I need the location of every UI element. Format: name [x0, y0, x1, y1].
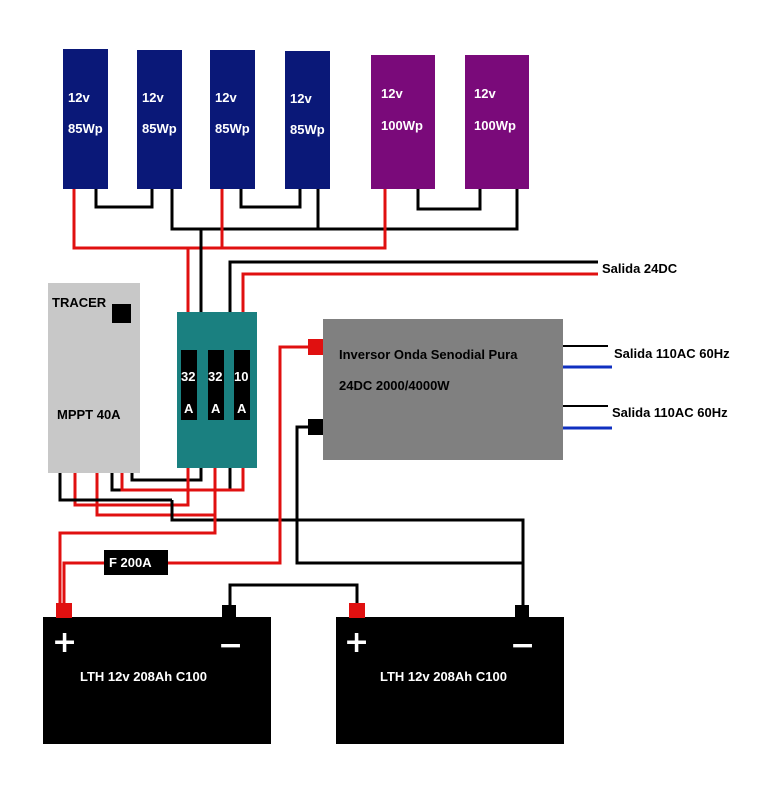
controller-to-battery-red [58, 515, 217, 605]
panel-voltage: 12v [474, 86, 496, 101]
panel-series-wire-black [416, 188, 482, 211]
controller-to-battery-black [58, 472, 172, 502]
dc-output-label: Salida 24DC [602, 261, 678, 276]
panel-power: 100Wp [381, 118, 423, 133]
solar-panel: 12v 85Wp [137, 50, 182, 189]
breaker: 32 A [181, 350, 197, 420]
panel-series-wire-black [239, 188, 302, 209]
fuse-wire [62, 561, 104, 605]
solar-panel-body [137, 50, 182, 189]
controller-display [112, 304, 131, 323]
panel-voltage: 12v [142, 90, 164, 105]
battery-label: LTH 12v 208Ah C100 [80, 669, 207, 684]
battery-plus-sign: + [52, 625, 77, 660]
solar-panel: 12v 85Wp [63, 49, 108, 189]
ac-output-label: Salida 110AC 60Hz [614, 346, 730, 361]
inverter-title: Inversor Onda Senodial Pura [339, 347, 518, 362]
panel-positive-bus [72, 188, 387, 250]
solar-panel-body [63, 49, 108, 189]
breaker-unit: A [184, 401, 194, 416]
breaker-rating: 32 [208, 369, 222, 384]
battery-negative-bus [170, 500, 525, 610]
breaker-unit: A [211, 401, 221, 416]
inverter: Inversor Onda Senodial Pura 24DC 2000/40… [308, 319, 563, 460]
panel-power: 85Wp [142, 121, 177, 136]
breaker-body [181, 350, 197, 420]
solar-panel-body [371, 55, 435, 189]
battery-minus-sign: − [218, 628, 243, 663]
battery-label: LTH 12v 208Ah C100 [380, 669, 507, 684]
breaker-unit: A [237, 401, 247, 416]
solar-panel: 12v 85Wp [210, 50, 255, 189]
ac-output-label: Salida 110AC 60Hz [612, 405, 728, 420]
battery: + − LTH 12v 208Ah C100 [43, 603, 271, 744]
panel-power: 100Wp [474, 118, 516, 133]
breaker: 32 A [208, 350, 224, 420]
solar-panel-body [465, 55, 529, 189]
breaker-rating: 32 [181, 369, 195, 384]
controller-brand: TRACER [52, 295, 107, 310]
battery: + − LTH 12v 208Ah C100 [336, 603, 564, 744]
inverter-spec: 24DC 2000/4000W [339, 378, 450, 393]
battery-plus-sign: + [344, 625, 369, 660]
solar-panel-body [285, 51, 330, 189]
panel-voltage: 12v [381, 86, 403, 101]
battery-negative-terminal [222, 605, 236, 618]
solar-panel: 12v 85Wp [285, 51, 330, 189]
charge-controller: TRACER MPPT 40A [48, 283, 140, 473]
inverter-negative-terminal [308, 419, 323, 435]
battery-minus-sign: − [510, 628, 535, 663]
panel-power: 85Wp [290, 122, 325, 137]
panel-power: 85Wp [215, 121, 250, 136]
solar-panel: 12v 100Wp [465, 55, 529, 189]
panel-voltage: 12v [215, 90, 237, 105]
fuse: F 200A [104, 550, 168, 575]
breaker-rating: 10 [234, 369, 248, 384]
breaker-box: 32 A 32 A 10 A [177, 312, 257, 468]
solar-panel-body [210, 50, 255, 189]
panel-power: 85Wp [68, 121, 103, 136]
breaker: 10 A [234, 350, 250, 420]
inverter-negative-wire [295, 425, 523, 565]
breaker-body [208, 350, 224, 420]
controller-model: MPPT 40A [57, 407, 121, 422]
battery-series-link [228, 583, 359, 610]
battery-body [336, 617, 564, 744]
battery-positive-terminal [56, 603, 72, 618]
inverter-body [323, 319, 563, 460]
fuse-label: F 200A [109, 555, 152, 570]
panel-series-wire-black [94, 188, 154, 209]
fuse-to-inverter [168, 345, 310, 565]
battery-positive-terminal [349, 603, 365, 618]
panel-voltage: 12v [68, 90, 90, 105]
breaker-body [234, 350, 250, 420]
battery-body [43, 617, 271, 744]
inverter-positive-terminal [308, 339, 323, 355]
fuse-body [104, 550, 168, 575]
battery-negative-terminal [515, 605, 529, 618]
panel-negative-bus [170, 188, 519, 231]
solar-panel: 12v 100Wp [371, 55, 435, 189]
panel-voltage: 12v [290, 91, 312, 106]
